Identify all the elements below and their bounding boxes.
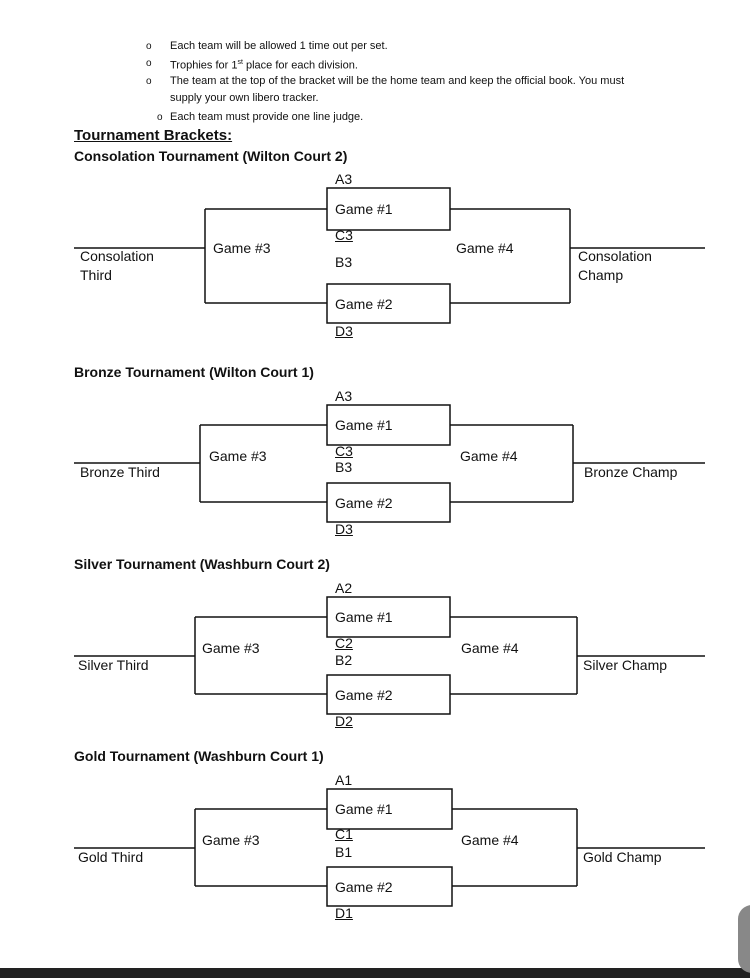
seed-bottom: D3 bbox=[335, 521, 353, 537]
bracket-title: Gold Tournament (Washburn Court 1) bbox=[74, 748, 324, 764]
right-result-label: Silver Champ bbox=[583, 657, 668, 673]
seed-bottom: D3 bbox=[335, 323, 353, 339]
rule-item: Each team will be allowed 1 time out per… bbox=[170, 40, 388, 52]
game2-box bbox=[326, 482, 451, 523]
bracket-title: Consolation Tournament (Wilton Court 2) bbox=[74, 148, 348, 164]
seed-mid-bottom: B3 bbox=[335, 459, 353, 475]
game3-label: Game #3 bbox=[213, 240, 271, 256]
bullet-marker: o bbox=[146, 76, 152, 87]
bullet-marker: o bbox=[146, 41, 152, 52]
right-result-label: Gold Champ bbox=[583, 849, 662, 865]
seed-mid-top: C2 bbox=[335, 635, 353, 651]
seed-mid-top: C3 bbox=[335, 443, 353, 459]
game4-label: Game #4 bbox=[461, 832, 519, 848]
game1-label: Game #1 bbox=[335, 417, 393, 433]
seed-bottom: D1 bbox=[335, 905, 353, 921]
game2-label: Game #2 bbox=[335, 494, 393, 511]
seed-mid-top: C3 bbox=[335, 227, 353, 243]
seed-mid-top: C1 bbox=[335, 826, 353, 842]
right-result-label: Bronze Champ bbox=[584, 464, 678, 480]
game1-box bbox=[326, 187, 451, 231]
rule-item: Trophies for 1st place for each division… bbox=[170, 59, 358, 72]
rule-item: Each team must provide one line judge. bbox=[170, 111, 364, 123]
game4-label: Game #4 bbox=[461, 640, 519, 656]
game4-label: Game #4 bbox=[456, 240, 514, 256]
right-result-label: Consolation Champ bbox=[578, 248, 652, 283]
scroll-handle[interactable] bbox=[738, 905, 750, 973]
seed-top: A3 bbox=[335, 388, 353, 404]
game1-label: Game #1 bbox=[335, 801, 393, 817]
game3-label: Game #3 bbox=[202, 640, 260, 656]
game1-box bbox=[326, 404, 451, 446]
left-result-label: Bronze Third bbox=[80, 464, 160, 480]
game2-box bbox=[326, 866, 453, 907]
bullet-marker: o bbox=[146, 58, 152, 69]
bracket-title: Silver Tournament (Washburn Court 2) bbox=[74, 556, 330, 572]
game2-label: Game #2 bbox=[335, 878, 393, 895]
seed-bottom: D2 bbox=[335, 713, 353, 729]
game1-box bbox=[326, 788, 453, 830]
game3-label: Game #3 bbox=[202, 832, 260, 848]
seed-mid-bottom: B3 bbox=[335, 254, 353, 270]
seed-top: A1 bbox=[335, 772, 353, 788]
game2-label: Game #2 bbox=[335, 295, 393, 312]
game4-label: Game #4 bbox=[460, 448, 518, 464]
seed-top: A3 bbox=[335, 171, 353, 187]
left-result-label: Consolation Third bbox=[80, 248, 154, 283]
rule-item-continued: supply your own libero tracker. bbox=[170, 92, 319, 104]
page-bottom-bar bbox=[0, 968, 750, 978]
game1-label: Game #1 bbox=[335, 609, 393, 625]
left-result-label: Gold Third bbox=[78, 849, 144, 865]
section-heading: Tournament Brackets: bbox=[74, 127, 233, 144]
game1-box bbox=[326, 596, 451, 638]
game2-box bbox=[326, 674, 451, 715]
game3-label: Game #3 bbox=[209, 448, 267, 464]
bracket-title: Bronze Tournament (Wilton Court 1) bbox=[74, 364, 314, 380]
seed-mid-bottom: B2 bbox=[335, 652, 353, 668]
left-result-label: Silver Third bbox=[78, 657, 149, 673]
seed-mid-bottom: B1 bbox=[335, 844, 353, 860]
seed-top: A2 bbox=[335, 580, 353, 596]
bullet-marker: o bbox=[157, 112, 163, 123]
game2-box bbox=[326, 283, 451, 324]
game2-label: Game #2 bbox=[335, 686, 393, 703]
rule-item: The team at the top of the bracket will … bbox=[170, 75, 625, 87]
game1-label: Game #1 bbox=[335, 201, 393, 217]
